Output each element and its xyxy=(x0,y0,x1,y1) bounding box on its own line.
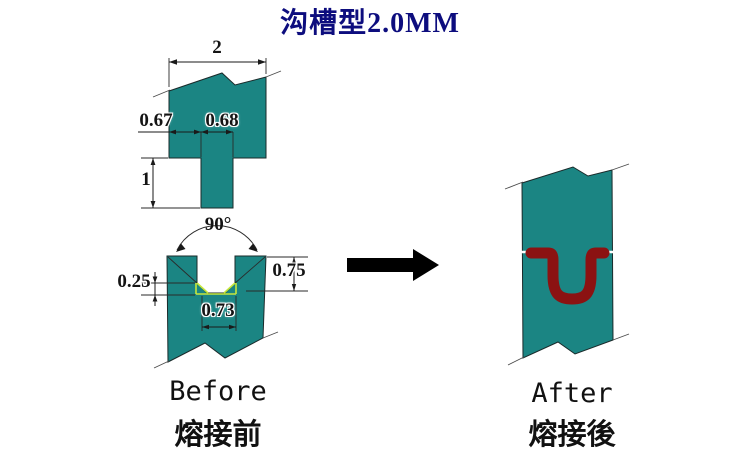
dim-bottom-relief-depth xyxy=(141,272,195,306)
after-welded-piece xyxy=(504,163,630,366)
before-label-zh: 熔接前 xyxy=(174,419,262,451)
break-line-hair xyxy=(612,333,630,341)
page-title: 沟槽型2.0MM xyxy=(280,8,460,39)
dim-label-groove-angle: 90° xyxy=(204,214,232,235)
after-label-en: After xyxy=(531,378,613,409)
break-line-hair xyxy=(504,181,524,190)
melt-zone-outline xyxy=(195,282,237,295)
welded-piece-body xyxy=(521,166,614,359)
tab-piece-body xyxy=(168,72,267,209)
before-tab-piece xyxy=(152,70,282,209)
dim-label-groove-depth: 0.75 xyxy=(272,260,306,281)
dim-label-overall-width: 2 xyxy=(212,37,222,58)
dim-overall-width xyxy=(168,58,267,87)
dim-label-groove-width: 0.73 xyxy=(201,300,235,321)
transition-arrow xyxy=(347,249,439,281)
dim-label-left-shoulder: 0.67 xyxy=(139,110,173,131)
break-line-hair xyxy=(262,331,279,339)
before-groove-piece xyxy=(153,255,279,369)
before-label-en: Before xyxy=(169,376,267,407)
dim-tab-height xyxy=(141,157,200,209)
dim-label-tab-width: 0.68 xyxy=(205,110,239,131)
dim-groove-width xyxy=(201,296,237,331)
dim-groove-angle xyxy=(176,225,258,252)
break-line-hair xyxy=(153,360,170,369)
dim-shoulder-and-tab xyxy=(138,129,234,157)
dim-label-bottom-relief-depth: 0.25 xyxy=(117,271,151,292)
dim-label-tab-height: 1 xyxy=(141,169,151,190)
weld-bead xyxy=(525,247,610,305)
break-line-hair xyxy=(507,356,525,366)
groove-angle-construction-line xyxy=(233,256,266,285)
after-label-zh: 熔接後 xyxy=(528,419,616,451)
break-line-hair xyxy=(611,163,630,171)
groove-angle-construction-line xyxy=(167,256,199,285)
dim-groove-depth xyxy=(246,256,308,292)
break-line-hair xyxy=(265,70,282,78)
break-line-hair xyxy=(152,89,171,98)
right-arrow-icon xyxy=(347,249,439,281)
